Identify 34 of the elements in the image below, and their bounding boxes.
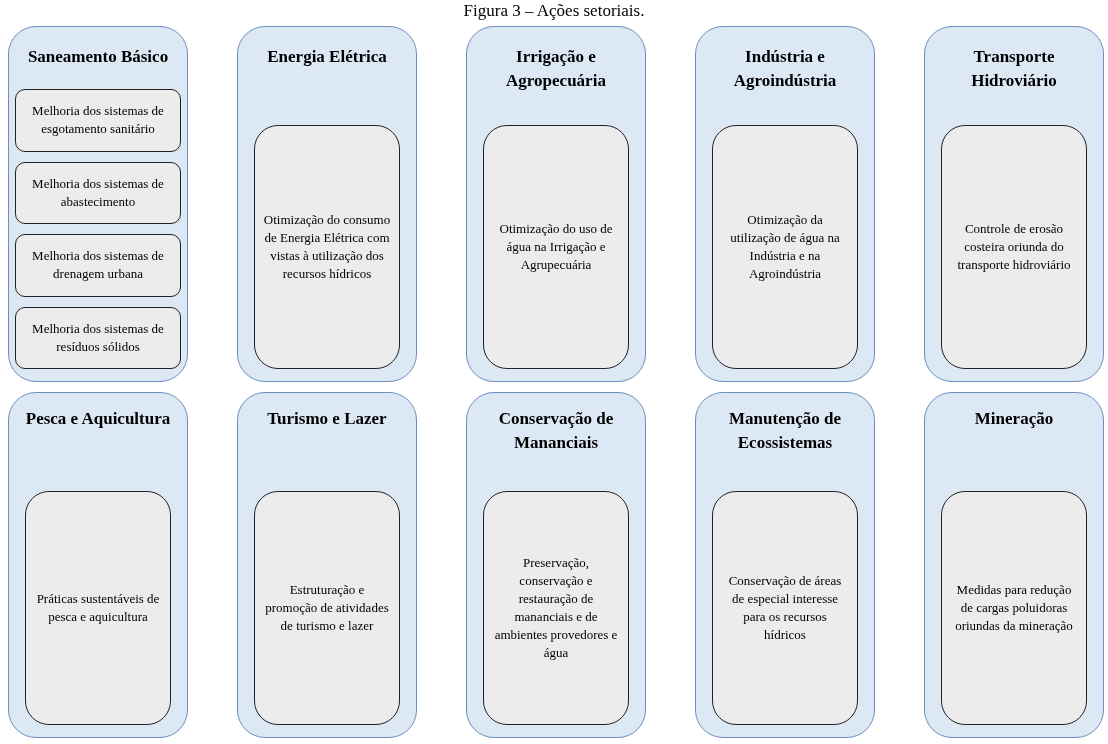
action-box: Otimização do consumo de Energia Elétrica com vistas à utilização dos recursos hídricos <box>254 125 400 369</box>
card-heading: Conservação de Mananciais <box>497 408 615 454</box>
action-box: Melhoria dos sistemas de abastecimento <box>15 161 181 224</box>
action-box: Medidas para redução de cargas poluidoras oriundas da mineração <box>941 491 1087 725</box>
action-box: Melhoria dos sistemas de esgotamento sanitário <box>15 89 181 152</box>
category-card <box>924 392 1104 738</box>
card-heading: Transporte Hidroviário <box>970 46 1058 92</box>
card-heading: Turismo e Lazer <box>266 408 388 430</box>
category-card <box>695 392 875 738</box>
action-box: Controle de erosão costeira oriunda do transporte hidroviário <box>941 125 1087 369</box>
action-box: Práticas sustentáveis de pesca e aquicultura <box>25 491 171 725</box>
card-heading: Manutenção de Ecossistemas <box>728 408 842 454</box>
action-box: Conservação de áreas de especial interesse para os recursos hídricos <box>712 491 858 725</box>
category-card <box>8 392 188 738</box>
category-card <box>466 26 646 382</box>
action-box: Otimização da utilização de água na Indústria e na Agroindústria <box>712 125 858 369</box>
action-box: Melhoria dos sistemas de drenagem urbana <box>15 234 181 297</box>
card-heading: Pesca e Aquicultura <box>24 408 172 430</box>
category-card <box>466 392 646 738</box>
card-heading: Indústria e Agroindústria <box>732 46 838 92</box>
action-box: Melhoria dos sistemas de resíduos sólidos <box>15 306 181 369</box>
action-box: Estruturação e promoção de atividades de turismo e lazer <box>254 491 400 725</box>
action-box: Preservação, conservação e restauração de mananciais e de ambientes provedores e água <box>483 491 629 725</box>
category-card <box>237 26 417 382</box>
card-heading: Energia Elétrica <box>266 46 388 68</box>
category-card <box>924 26 1104 382</box>
category-card <box>237 392 417 738</box>
category-card <box>695 26 875 382</box>
action-box: Otimização do uso de água na Irrigação e Agrupecuária <box>483 125 629 369</box>
category-card <box>8 26 188 382</box>
figure-title: Figura 3 – Ações setoriais. <box>462 0 646 22</box>
card-heading: Saneamento Básico <box>26 46 170 68</box>
card-heading: Mineração <box>973 408 1055 430</box>
card-heading: Irrigação e Agropecuária <box>505 46 607 92</box>
